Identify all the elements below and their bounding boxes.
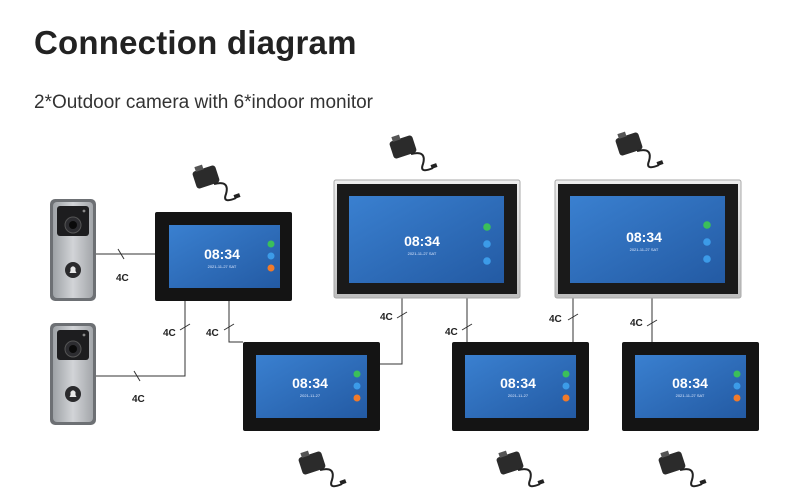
indoor-monitor-4: 08:34 2021-11-27 SAT [622, 342, 759, 431]
bell-icon [69, 390, 77, 397]
wire-tick [117, 248, 125, 260]
message-icon [483, 240, 491, 248]
wire-label: 4C [132, 394, 145, 405]
power-adapter-1 [192, 164, 241, 202]
indoor-monitor-2: 08:34 2021-11-27 [243, 342, 380, 431]
wire-cam2-mon1 [96, 300, 186, 377]
message-icon [562, 382, 570, 390]
settings-icon [733, 394, 741, 402]
power-adapter-2 [389, 134, 438, 172]
call-icon [733, 370, 741, 378]
power-adapter-3 [615, 131, 664, 169]
monitor-date: 2021-11-27 SAT [208, 264, 237, 269]
monitor-date: 2021-11-27 [300, 393, 321, 398]
settings-icon [562, 394, 570, 402]
wire-label: 4C [549, 314, 562, 325]
outdoor-camera-1 [50, 199, 96, 301]
message-icon [733, 382, 741, 390]
call-icon [353, 370, 361, 378]
wire-tick [179, 323, 191, 331]
call-icon [562, 370, 570, 378]
monitor-clock: 08:34 [626, 229, 662, 245]
wire-label: 4C [445, 327, 458, 338]
indoor-monitor-1: 08:34 2021-11-27 SAT [155, 212, 292, 301]
indoor-monitor-5: 08:34 2021-11-27 SAT [333, 179, 521, 299]
outdoor-camera-2 [50, 323, 96, 425]
monitor-clock: 08:34 [204, 246, 240, 262]
wire-label: 4C [116, 273, 129, 284]
monitor-date: 2021-11-27 SAT [408, 251, 437, 256]
wire-labels: 4C 4C 4C 4C 4C 4C 4C 4C [116, 273, 643, 405]
call-icon [267, 240, 275, 248]
power-adapter-4 [298, 450, 347, 488]
indoor-monitor-3: 08:34 2021-11-27 [452, 342, 589, 431]
monitor-clock: 08:34 [292, 375, 328, 391]
wires [96, 253, 653, 377]
monitor-icon [483, 257, 491, 265]
settings-icon [267, 264, 275, 272]
indoor-monitor-6: 08:34 2021-11-27 SAT [554, 179, 742, 299]
monitor-date: 2021-11-27 SAT [676, 393, 705, 398]
wire-tick [223, 323, 235, 331]
call-icon [703, 221, 711, 229]
wire-ticks [117, 248, 658, 382]
message-icon [703, 238, 711, 246]
wire-tick [646, 319, 658, 327]
call-icon [483, 223, 491, 231]
wire-label: 4C [380, 312, 393, 323]
wire-label: 4C [630, 318, 643, 329]
monitor-clock: 08:34 [500, 375, 536, 391]
settings-icon [353, 394, 361, 402]
monitor-date: 2021-11-27 SAT [630, 247, 659, 252]
wire-tick [396, 311, 408, 319]
power-adapter-6 [658, 450, 707, 488]
wire-label: 4C [206, 328, 219, 339]
wire-mon1-mon2 [228, 300, 243, 343]
wire-tick [133, 370, 141, 382]
wire-label: 4C [163, 328, 176, 339]
monitor-clock: 08:34 [672, 375, 708, 391]
message-icon [353, 382, 361, 390]
monitor-date: 2021-11-27 [508, 393, 529, 398]
wire-tick [461, 323, 473, 331]
power-adapter-5 [496, 450, 545, 488]
monitor-icon [703, 255, 711, 263]
bell-icon [69, 266, 77, 273]
page-title: Connection diagram [34, 24, 357, 61]
wire-tick [567, 313, 579, 321]
monitor-clock: 08:34 [404, 233, 440, 249]
page-subtitle: 2*Outdoor camera with 6*indoor monitor [34, 92, 374, 113]
message-icon [267, 252, 275, 260]
wire-mon2-mon3 [380, 298, 403, 365]
